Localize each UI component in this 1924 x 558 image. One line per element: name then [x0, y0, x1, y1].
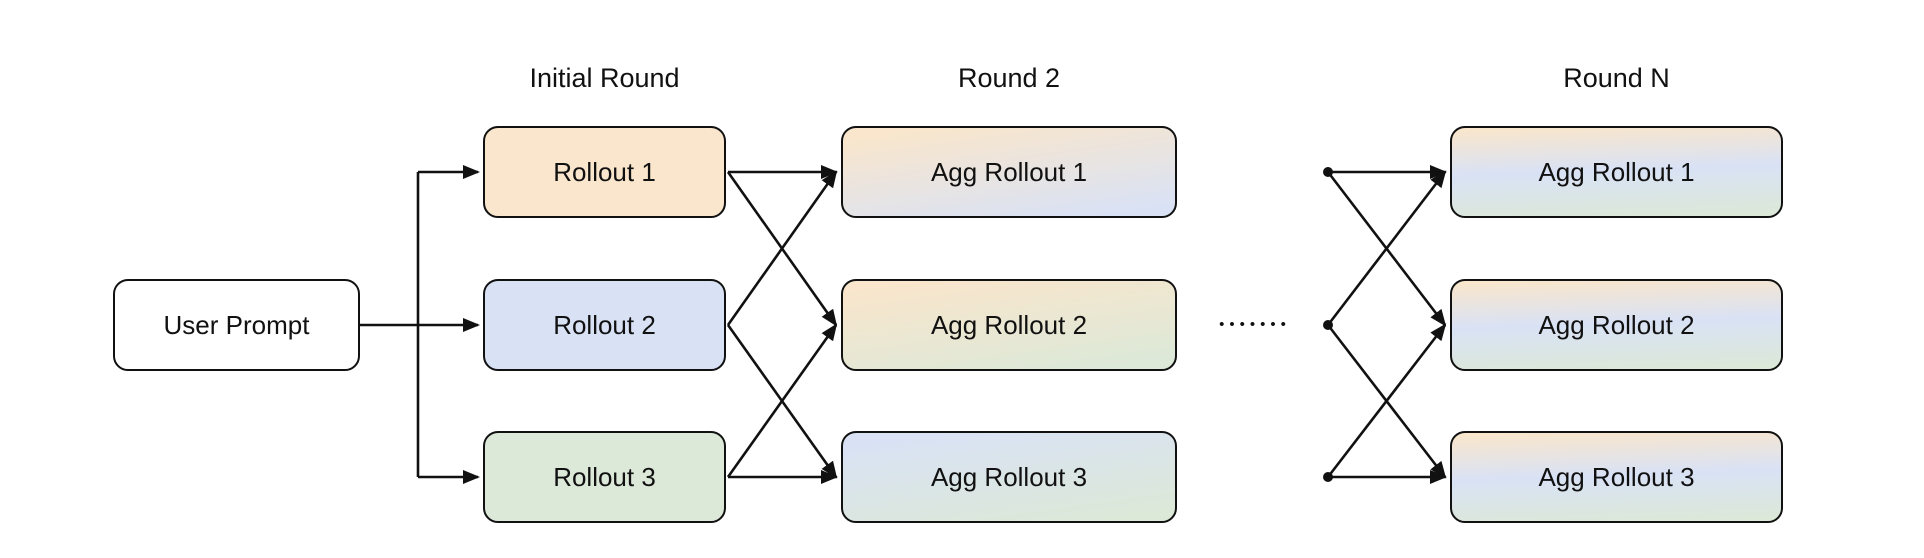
column-header-initial-round: Initial Round: [529, 63, 680, 93]
rollout-3-label: Rollout 3: [553, 461, 656, 492]
round2-agg-rollout-2-label: Agg Rollout 2: [930, 309, 1088, 340]
roundn-agg-rollout-1-label: Agg Rollout 1: [1538, 156, 1695, 187]
node-roundn-agg-rollout-1: Agg Rollout 1: [1450, 126, 1783, 218]
node-roundn-agg-rollout-2: Agg Rollout 2: [1450, 279, 1783, 371]
node-round2-agg-rollout-2: Agg Rollout 2: [841, 279, 1177, 371]
rollout-2-label: Rollout 2: [553, 309, 656, 340]
roundn-agg-rollout-2-label: Agg Rollout 2: [1538, 309, 1695, 340]
arrows-roundn: [1326, 165, 1447, 484]
column-header-round-n: Round N: [1563, 63, 1670, 93]
round2-agg-rollout-3-label: Agg Rollout 3: [930, 461, 1088, 492]
node-rollout-2: Rollout 2: [483, 279, 726, 371]
continuation-ellipsis: •••••••: [1219, 316, 1291, 333]
round2-agg-rollout-1-label: Agg Rollout 1: [930, 156, 1088, 187]
rollout-1-label: Rollout 1: [553, 156, 656, 187]
node-round2-agg-rollout-3: Agg Rollout 3: [841, 431, 1177, 523]
user-prompt-label: User Prompt: [163, 309, 310, 340]
roundn-agg-rollout-3-label: Agg Rollout 3: [1538, 461, 1695, 492]
node-roundn-agg-rollout-3: Agg Rollout 3: [1450, 431, 1783, 523]
node-user-prompt: User Prompt: [113, 279, 360, 371]
node-rollout-3: Rollout 3: [483, 431, 726, 523]
arrows-round2: [726, 165, 838, 484]
node-round2-agg-rollout-1: Agg Rollout 1: [841, 126, 1177, 218]
node-rollout-1: Rollout 1: [483, 126, 726, 218]
column-header-round-2: Round 2: [957, 63, 1061, 93]
arrows-prompt-fanout: [360, 165, 480, 484]
